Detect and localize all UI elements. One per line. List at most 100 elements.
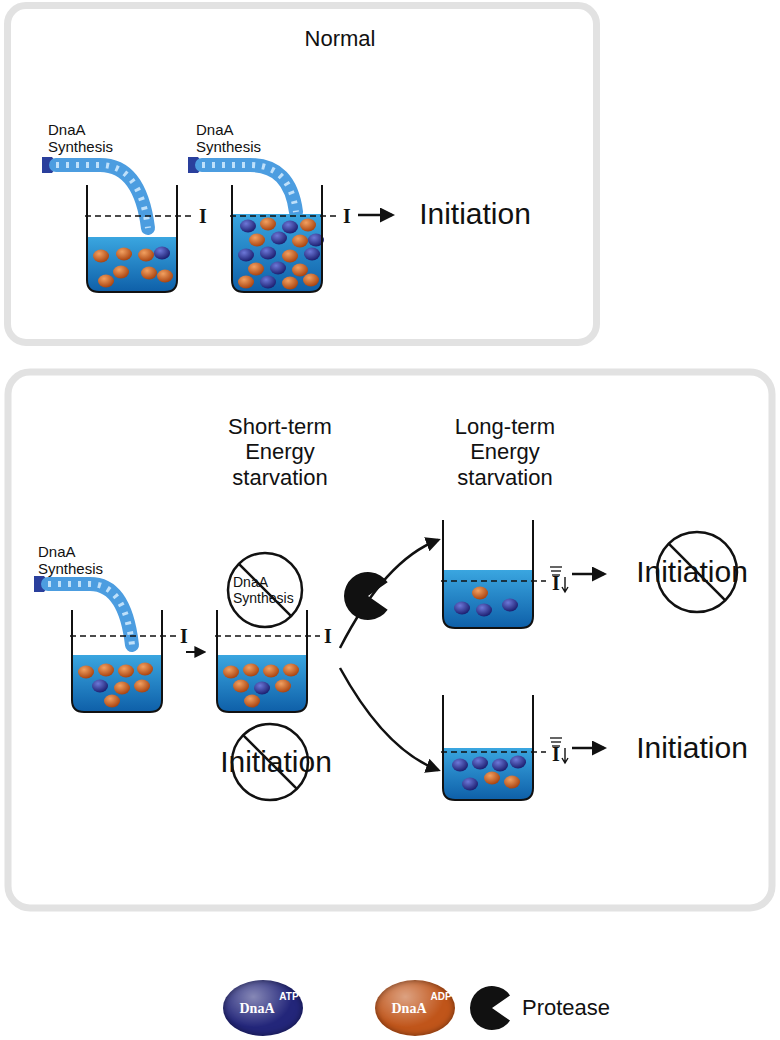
- synthesis-chevrons: [56, 165, 148, 228]
- dnaa-ball: [275, 680, 291, 693]
- dnaa-ball: [98, 664, 114, 677]
- dnaa-ball: [244, 695, 260, 708]
- dnaa-ball: [154, 247, 170, 260]
- arrow: [358, 214, 392, 217]
- beaker-wall: [232, 185, 322, 292]
- dnaa-ball: [476, 604, 492, 617]
- water: [443, 748, 533, 800]
- dnaa-ball: [472, 757, 488, 770]
- synthesis-label: DnaA Synthesis: [48, 121, 128, 156]
- dnaa-ball: [300, 219, 316, 232]
- beaker: [441, 695, 546, 800]
- threshold-line: [230, 215, 338, 217]
- beaker: [70, 610, 176, 712]
- dnaa-ball: [462, 778, 478, 791]
- down-arrow: [562, 748, 568, 763]
- dnaa-ball: [260, 247, 276, 260]
- dnaa-ball: [92, 680, 108, 693]
- dnaa-ball: [472, 587, 488, 600]
- initiation-label-blocked: Initiation: [220, 745, 332, 780]
- threshold-mark: I: [324, 625, 332, 648]
- dnaa-ball: [254, 682, 270, 695]
- synthesis-label-blocked: DnaA Synthesis: [233, 574, 297, 606]
- dnaa-ball: [113, 266, 129, 279]
- beaker-wall: [443, 695, 533, 800]
- legend-text: Protease: [522, 995, 610, 1020]
- beaker: [215, 610, 320, 712]
- threshold-mark: I: [180, 625, 188, 648]
- beaker: [441, 520, 546, 628]
- dnaa-ball: [138, 249, 154, 262]
- dnaa-ball: [104, 695, 120, 708]
- arrow: [340, 668, 438, 770]
- dnaa-ball: [116, 248, 132, 261]
- dnaa-ball: [238, 249, 254, 262]
- arrow: [340, 540, 438, 648]
- beaker-wall: [72, 610, 162, 712]
- synthesis-chevrons: [202, 165, 296, 212]
- beaker-wall: [87, 185, 177, 292]
- threshold-line: [70, 635, 176, 637]
- dnaa-ball: [292, 264, 308, 277]
- phase-heading: Short-term Energy starvation: [205, 414, 355, 490]
- threshold-line: [441, 751, 546, 753]
- water: [217, 655, 307, 712]
- dnaa-ball: [303, 274, 319, 287]
- threshold-line: [441, 580, 546, 582]
- legend-superscript: ADP: [430, 991, 451, 1003]
- dnaa-ball: [504, 776, 520, 789]
- dnaa-ball: [249, 234, 265, 247]
- legend-superscript: ATP: [279, 991, 298, 1003]
- dnaa-ball: [118, 665, 134, 678]
- water: [443, 570, 533, 628]
- initiation-label: Initiation: [419, 197, 531, 232]
- threshold-line: [215, 635, 320, 637]
- dnaa-ball: [271, 232, 287, 245]
- down-arrow: [562, 577, 568, 592]
- phase-heading: Long-term Energy starvation: [430, 414, 580, 490]
- dnaa-ball: [98, 275, 114, 288]
- dnaa-ball: [260, 218, 276, 231]
- beaker: [230, 185, 338, 292]
- prohibit-circle: [228, 553, 302, 627]
- threshold-mark: I: [199, 205, 207, 228]
- dnaa-ball: [134, 680, 150, 693]
- threshold-line: [85, 215, 193, 217]
- dnaa-ball: [304, 248, 320, 261]
- threshold-mark: I: [552, 572, 560, 595]
- threshold-mark: I: [552, 743, 560, 766]
- dnaa-ball: [141, 267, 157, 280]
- dnaa-ball: [452, 759, 468, 772]
- dnaa-ball: [484, 772, 500, 785]
- dnaa-ball: [282, 221, 298, 234]
- threshold-mark: I: [343, 205, 351, 228]
- synthesis-stream: [202, 165, 296, 212]
- dnaa-ball: [260, 276, 276, 289]
- panel: Normal: [4, 2, 600, 346]
- dnaa-ball: [454, 602, 470, 615]
- beaker-wall: [217, 610, 307, 712]
- legend-text: DnaA: [391, 1001, 426, 1017]
- dnaa-ball: [502, 599, 518, 612]
- beaker-wall: [443, 520, 533, 628]
- dnaa-ball: [248, 263, 264, 276]
- dnaa-ball: [270, 262, 286, 275]
- dnaa-ball: [492, 759, 508, 772]
- dnaa-ball: [137, 663, 153, 676]
- protease-symbol: [344, 572, 388, 620]
- level-tick: [551, 741, 561, 742]
- initiation-label: Initiation: [636, 731, 748, 766]
- dnaa-ball: [233, 680, 249, 693]
- panel-title: Normal: [305, 26, 376, 51]
- level-tick: [550, 737, 562, 738]
- dnaa-ball: [240, 220, 256, 233]
- synthesis-label: DnaA Synthesis: [38, 543, 118, 578]
- level-tick: [550, 566, 562, 567]
- dnaa-ball: [292, 235, 308, 248]
- water: [87, 237, 177, 292]
- synthesis-stream: [56, 165, 148, 228]
- arrow: [572, 573, 604, 576]
- water: [232, 214, 322, 292]
